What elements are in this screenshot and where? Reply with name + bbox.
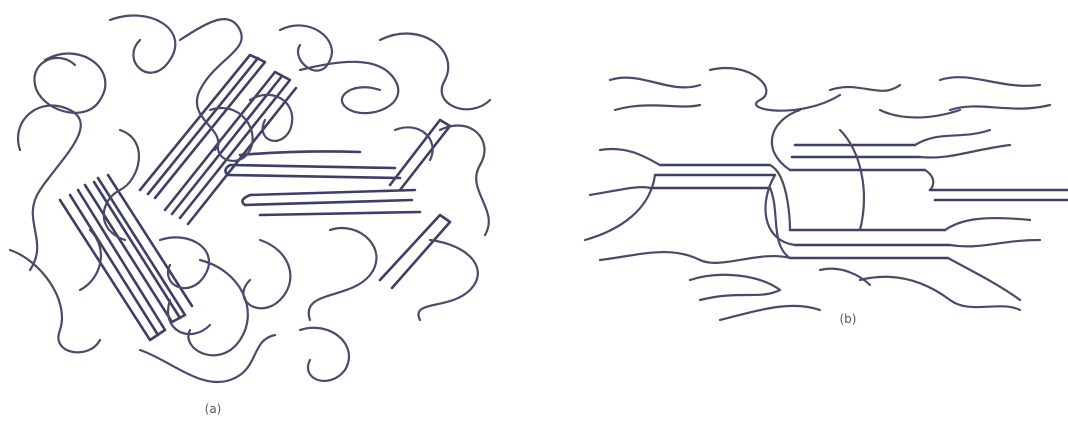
panel-a-fold-stack-horizontal [225,120,450,288]
panel-b-crystallite-bottom [790,230,950,258]
panel-b-crystallite-right [930,190,1068,200]
panel-b: (b) [585,68,1068,326]
panel-b-amorphous-chains [585,68,1050,320]
panel-b-caption: (b) [840,312,857,326]
panel-b-crystallite-left [650,165,775,188]
panel-a-caption: (a) [205,402,222,416]
panel-a: (a) [10,16,490,416]
